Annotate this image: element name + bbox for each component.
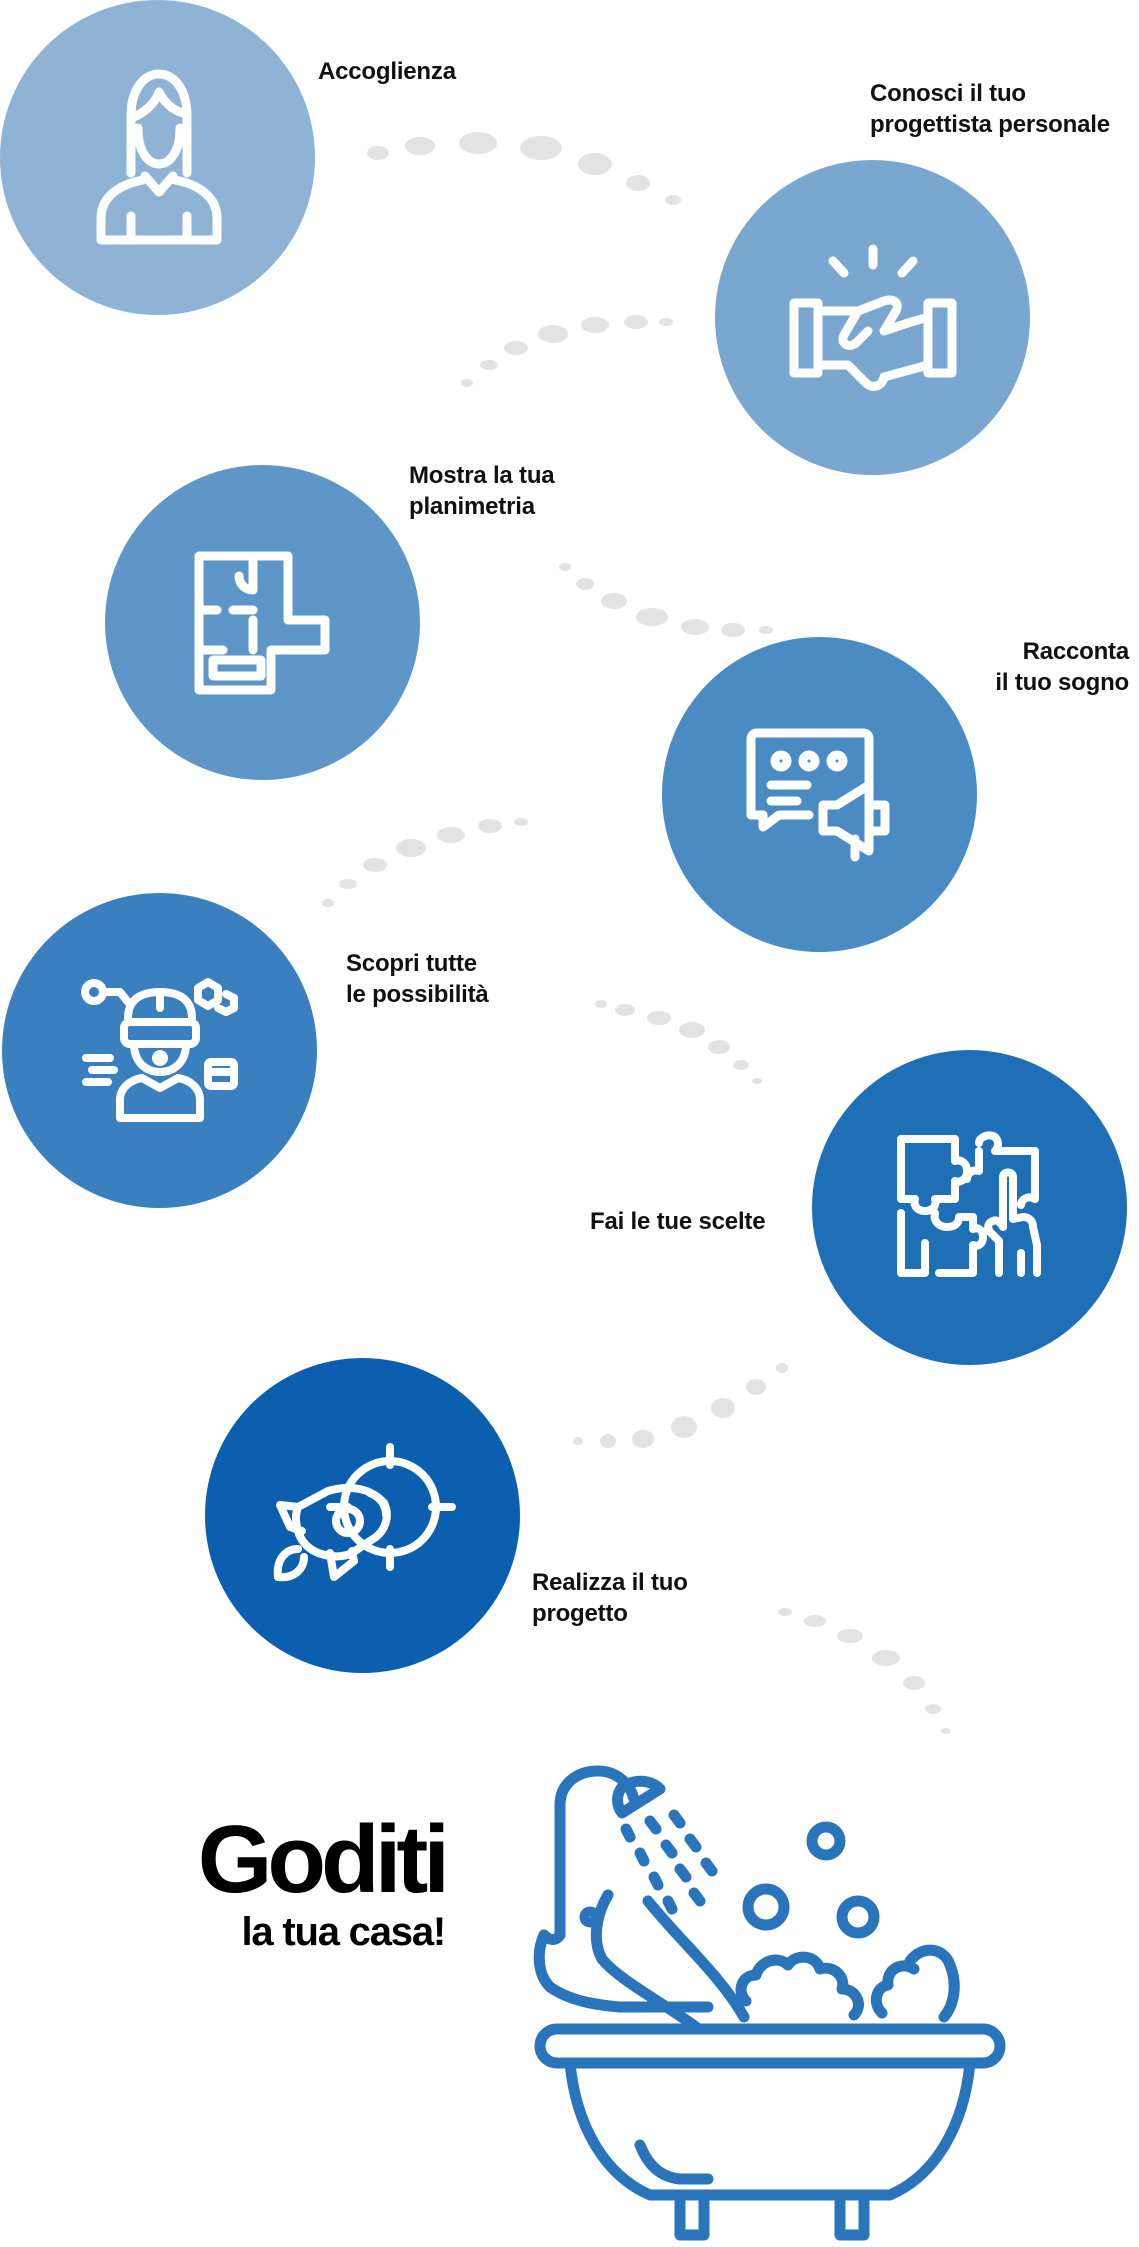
headline-sub: la tua casa!	[241, 1910, 447, 1954]
step-label-1: Accoglienza	[318, 58, 456, 85]
step-circle-3	[105, 465, 420, 780]
step-circle-6	[812, 1050, 1127, 1365]
step-circle-7	[205, 1358, 520, 1673]
step-circle-2	[715, 160, 1030, 475]
handshake-icon	[789, 244, 956, 391]
step-label-4: Racconta il tuo sogno	[995, 638, 1129, 696]
step-label-3: Mostra la tua planimetria	[409, 462, 555, 520]
closing-headline: Goditi la tua casa!	[140, 1806, 450, 1955]
step-label-6: Fai le tue scelte	[590, 1208, 766, 1235]
step-circle-5	[2, 893, 317, 1208]
rocket-target-icon	[273, 1442, 456, 1581]
puzzle-hand-icon	[896, 1130, 1041, 1277]
step-label-5: Scopri tutte le possibilità	[346, 950, 489, 1008]
floor-plan-icon	[194, 551, 329, 695]
woman-icon	[96, 69, 221, 244]
step-circle-1	[0, 0, 315, 315]
step-label-7: Realizza il tuo progetto	[532, 1569, 688, 1627]
vr-person-icon	[80, 977, 238, 1122]
chat-megaphone-icon	[746, 728, 889, 862]
headline-main: Goditi	[197, 1806, 450, 1913]
bathtub-shower-icon	[533, 1765, 1006, 2241]
step-label-2: Conosci il tuo progettista personale	[870, 80, 1110, 138]
step-circle-4	[662, 637, 977, 952]
